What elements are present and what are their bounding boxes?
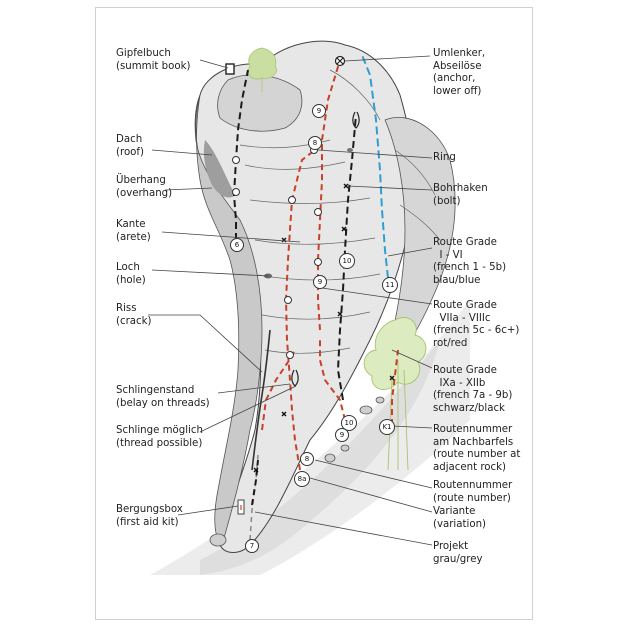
route-number-badge: 9 <box>335 428 349 442</box>
label-grade-black: Route Grade IXa - XIIb (french 7a - 9b) … <box>433 365 513 414</box>
label-variante: Variante (variation) <box>433 506 486 530</box>
label-dach: Dach (roof) <box>116 134 144 158</box>
label-ring: Ring <box>433 152 456 163</box>
label-grade-red: Route Grade VIIa - VIIIc (french 5c - 6c… <box>433 300 520 349</box>
route-number-badge: 10 <box>339 253 355 269</box>
bolts <box>253 183 395 473</box>
label-grade-blue: Route Grade I - VI (french 1 - 5b) blau/… <box>433 237 507 286</box>
label-projekt: Projekt grau/grey <box>433 541 483 565</box>
label-schlinge: Schlinge möglich (thread possible) <box>116 425 203 449</box>
route-9b-red <box>319 340 346 421</box>
route-10-black <box>336 114 357 401</box>
label-schlingenstand: Schlingenstand (belay on threads) <box>116 385 210 409</box>
label-gipfelbuch: Gipfelbuch (summit book) <box>116 48 191 72</box>
thread-slings <box>291 111 360 387</box>
anchor-lower-off <box>334 55 346 67</box>
route-number-badge: 8a <box>294 471 310 487</box>
tree-summit <box>247 47 277 92</box>
route-k1-red <box>391 349 399 425</box>
label-loch: Loch (hole) <box>116 262 146 286</box>
route-9-red <box>317 59 341 331</box>
route-number-badge: 7 <box>245 539 259 553</box>
label-ueberhang: Überhang (overhang) <box>116 175 173 199</box>
label-kante: Kante (arete) <box>116 219 151 243</box>
tree-right <box>363 317 427 471</box>
rock-strata <box>239 69 441 354</box>
label-routennummer-nachbar: Routennummer am Nachbarfels (route numbe… <box>433 424 521 473</box>
rock-summit-block <box>217 74 303 132</box>
route-11-blue <box>361 54 389 279</box>
route-8-red <box>284 149 316 471</box>
label-routennummer: Routennummer (route number) <box>433 480 513 504</box>
crack-line <box>251 329 271 471</box>
rock-roof-area <box>203 140 235 198</box>
label-riss: Riss (crack) <box>116 303 152 327</box>
label-bergungsbox: Bergungsbox (first aid kit) <box>116 504 183 528</box>
rings <box>232 146 322 359</box>
boulders <box>209 396 385 547</box>
route-number-badge: 11 <box>382 277 398 293</box>
summit-book-marker <box>225 63 235 75</box>
route-number-badge: 9 <box>313 275 327 289</box>
rock-base-shadow <box>200 340 440 575</box>
route-number-badge: 6 <box>230 238 244 252</box>
leader-lines <box>148 55 433 546</box>
route-variant-red <box>261 349 296 431</box>
route-number-badge: K1 <box>379 419 395 435</box>
label-bohrhaken: Bohrhaken (bolt) <box>433 183 488 207</box>
route-7-black <box>251 459 259 506</box>
route-number-badge: 9 <box>312 104 326 118</box>
hole-2 <box>347 148 353 152</box>
route-number-badge: 8 <box>308 136 322 150</box>
label-umlenker: Umlenker, Abseilöse (anchor, lower off) <box>433 48 486 97</box>
route-number-badge: 8 <box>300 452 314 466</box>
route-number-badge: 10 <box>341 415 357 431</box>
